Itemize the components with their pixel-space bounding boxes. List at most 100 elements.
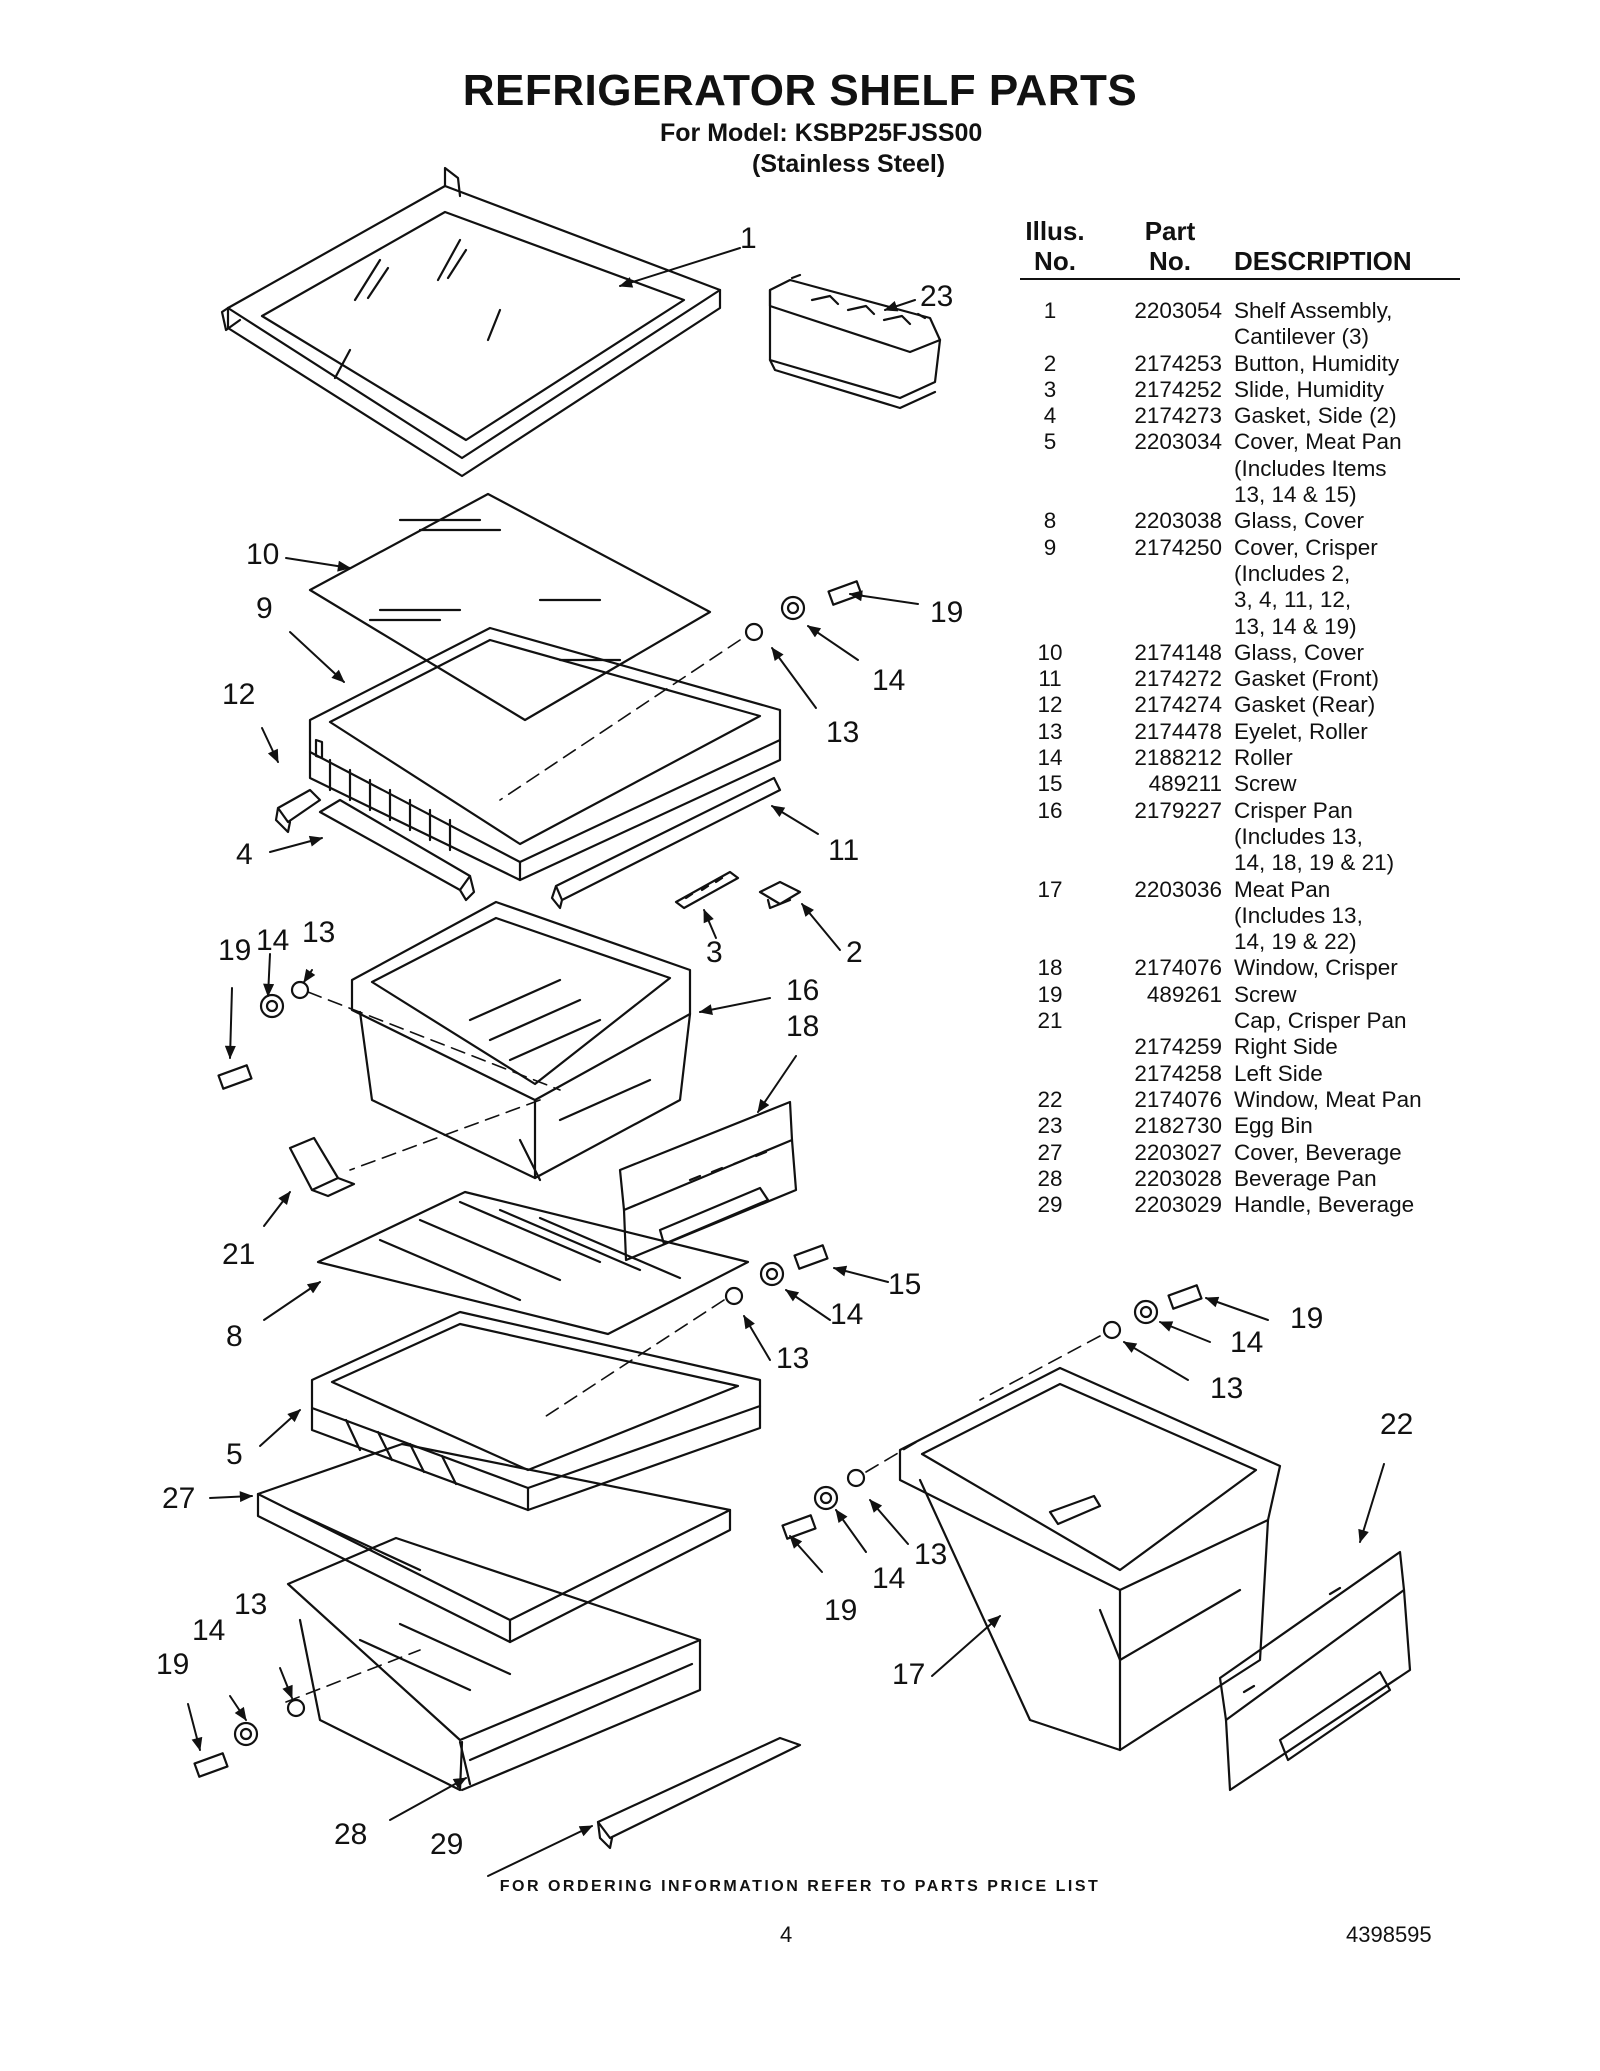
illus-no-cell: 22: [1037, 1086, 1063, 1112]
part-no-cell: 2174076: [1134, 1086, 1222, 1112]
description-cell: Gasket (Rear): [1234, 692, 1376, 718]
table-row: 3, 4, 11, 12,: [1020, 587, 1460, 613]
description-cell: Left Side: [1234, 1060, 1323, 1086]
illus-no-cell: 21: [1037, 1008, 1063, 1034]
side-gasket: [318, 798, 476, 902]
part-no-cell: 2174252: [1134, 376, 1222, 402]
callout-22: 22: [1380, 1408, 1414, 1441]
table-row: 3 2174252 Slide, Humidity: [1020, 377, 1460, 403]
crisper-cover: [308, 626, 782, 882]
callout-13: 13: [776, 1342, 810, 1375]
description-cell: Egg Bin: [1234, 1113, 1313, 1139]
illus-no-cell: 28: [1037, 1165, 1063, 1191]
description-cell: Slide, Humidity: [1234, 376, 1385, 402]
description-cell: Screw: [1234, 771, 1297, 797]
callout-17: 17: [892, 1658, 926, 1691]
table-row: 2 2174253 Button, Humidity: [1020, 351, 1460, 377]
callout-13: 13: [234, 1588, 268, 1621]
description-cell: Screw: [1234, 981, 1297, 1007]
table-row: Cantilever (3): [1020, 324, 1460, 350]
part-no-cell: 2174478: [1134, 718, 1222, 744]
callout-14: 14: [830, 1298, 864, 1331]
callout-13: 13: [1210, 1372, 1244, 1405]
table-row: 2174258 Left Side: [1020, 1061, 1460, 1087]
humidity-slide: [674, 870, 740, 910]
callout-2: 2: [846, 936, 863, 969]
callout-leader-arrows: [187, 247, 1385, 1877]
callout-14: 14: [192, 1614, 226, 1647]
header-part: Part: [1144, 216, 1196, 246]
callout-10: 10: [246, 538, 280, 571]
table-row: (Includes 13,: [1020, 824, 1460, 850]
table-row: 13, 14 & 15): [1020, 482, 1460, 508]
rear-gasket: [274, 788, 322, 834]
part-no-cell: 2203036: [1134, 876, 1222, 902]
callout-12: 12: [222, 678, 256, 711]
header-illus-no: No.: [1034, 246, 1076, 276]
description-cell: Cover, Beverage: [1234, 1139, 1402, 1165]
beverage-handle: [596, 1736, 802, 1850]
part-no-cell: 2174253: [1134, 350, 1222, 376]
model-info: For Model: KSBP25FJSS00 (Stainless Steel…: [660, 118, 982, 180]
description-cell: 13, 14 & 19): [1234, 613, 1357, 639]
callout-3: 3: [706, 936, 723, 969]
assembly-guide-lines: [285, 639, 1101, 1703]
description-cell: Cantilever (3): [1234, 324, 1370, 350]
description-cell: Cover, Meat Pan: [1234, 429, 1402, 455]
callout-19: 19: [218, 934, 252, 967]
egg-bin: [768, 273, 942, 410]
page-title: REFRIGERATOR SHELF PARTS: [462, 66, 1138, 115]
callout-14: 14: [872, 664, 906, 697]
illus-no-cell: 15: [1037, 771, 1063, 797]
illus-no-cell: 1: [1043, 298, 1057, 323]
callout-13: 13: [826, 716, 860, 749]
description-cell: Gasket (Front): [1234, 666, 1380, 692]
cantilever-shelf: [220, 166, 722, 478]
description-cell: Meat Pan: [1234, 876, 1331, 902]
part-no-cell: 2203038: [1134, 508, 1222, 534]
illus-no-cell: 14: [1037, 745, 1063, 771]
part-no-cell: 2203029: [1134, 1192, 1222, 1218]
description-cell: (Includes 13,: [1234, 902, 1363, 928]
crisper-pan: [350, 900, 692, 1182]
description-cell: Button, Humidity: [1234, 350, 1400, 376]
description-cell: 14, 18, 19 & 21): [1234, 850, 1395, 876]
illus-no-cell: 3: [1043, 376, 1057, 402]
callout-19: 19: [930, 596, 964, 629]
description-cell: Handle, Beverage: [1234, 1192, 1415, 1218]
part-no-cell: 2174258: [1134, 1060, 1222, 1086]
model-number: For Model: KSBP25FJSS00: [660, 119, 983, 147]
description-cell: Shelf Assembly,: [1234, 298, 1393, 323]
document-number: 4398595: [1346, 1922, 1432, 1947]
illus-no-cell: 29: [1037, 1192, 1063, 1218]
description-cell: 14, 19 & 22): [1234, 929, 1357, 955]
callout-18: 18: [786, 1010, 820, 1043]
callout-14: 14: [256, 924, 290, 957]
ordering-note: FOR ORDERING INFORMATION REFER TO PARTS …: [499, 1878, 1101, 1895]
callout-13: 13: [302, 916, 336, 949]
header-illus: Illus.: [1025, 216, 1085, 246]
callout-13: 13: [914, 1538, 948, 1571]
callout-1: 1: [740, 222, 757, 255]
callout-28: 28: [334, 1818, 368, 1851]
callout-11: 11: [828, 834, 860, 867]
callout-21: 21: [222, 1238, 256, 1271]
illus-no-cell: 9: [1043, 534, 1057, 560]
description-cell: Eyelet, Roller: [1234, 718, 1368, 744]
illus-no-cell: 5: [1043, 429, 1057, 455]
description-cell: Cover, Crisper: [1234, 534, 1378, 560]
meat-pan-window: [1218, 1550, 1412, 1792]
illus-no-cell: 11: [1038, 666, 1062, 692]
callout-4: 4: [236, 838, 253, 871]
illus-no-cell: 18: [1037, 955, 1063, 981]
part-no-cell: 489261: [1146, 981, 1222, 1007]
callout-14: 14: [1230, 1326, 1264, 1359]
illus-no-cell: 2: [1043, 350, 1057, 376]
callout-9: 9: [256, 592, 273, 625]
